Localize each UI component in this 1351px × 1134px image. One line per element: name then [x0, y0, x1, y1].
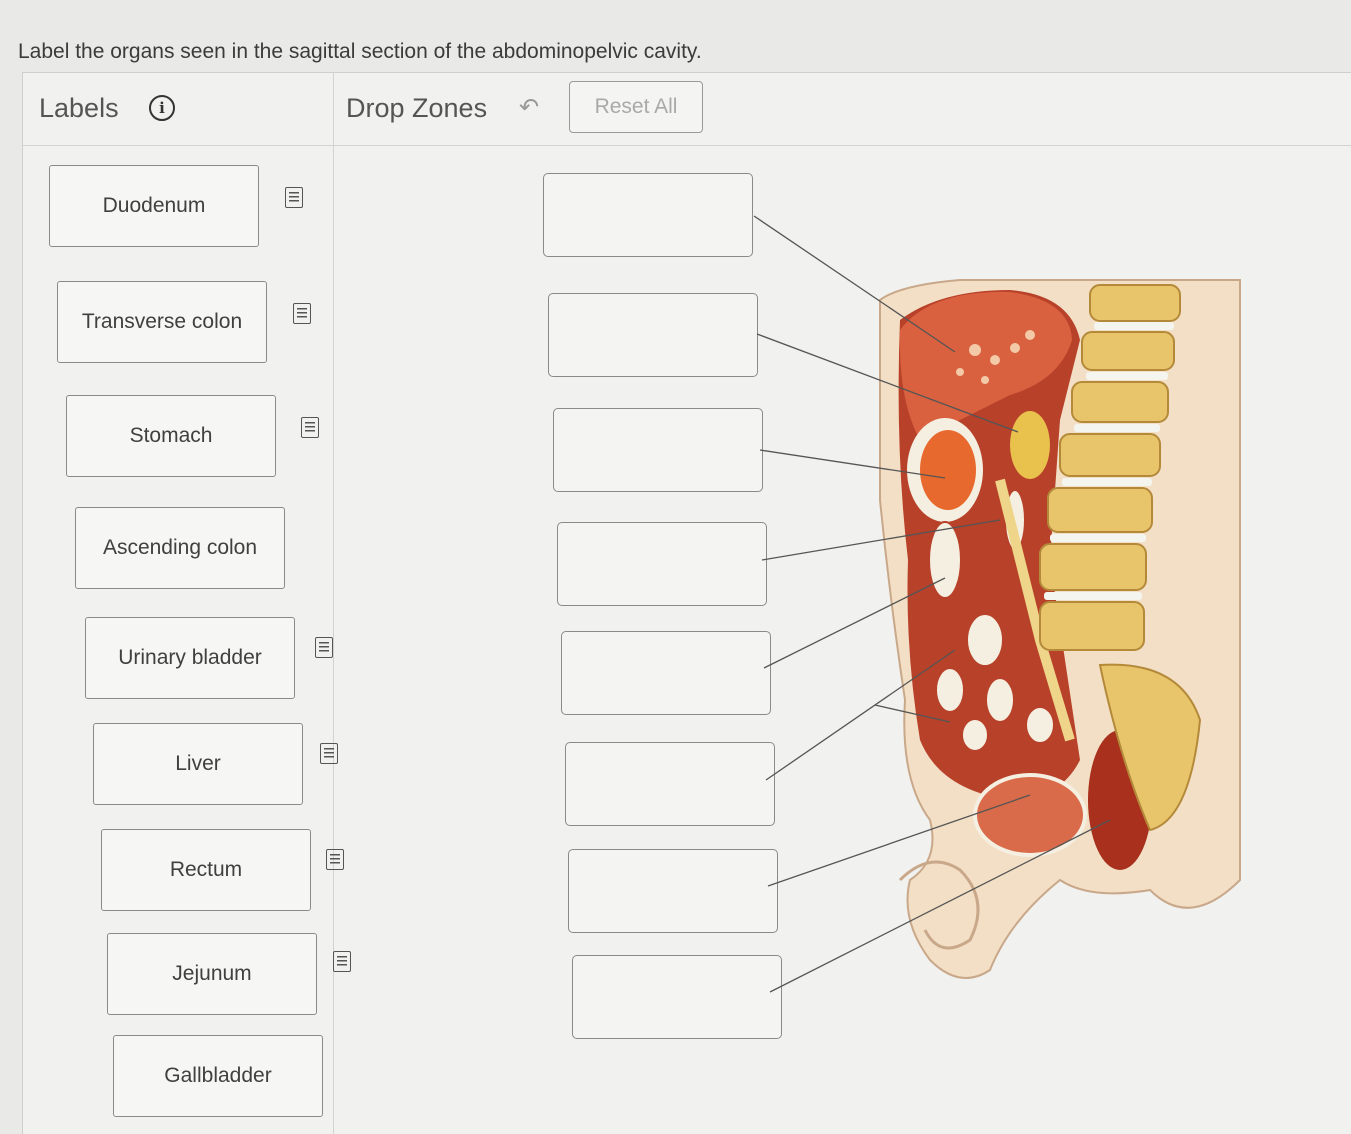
- note-icon[interactable]: [326, 849, 344, 870]
- drop-zone-3[interactable]: [553, 408, 763, 492]
- note-icon[interactable]: [293, 303, 311, 324]
- label-card-stomach[interactable]: Stomach: [66, 395, 276, 477]
- note-icon[interactable]: [315, 637, 333, 658]
- label-card-rectum[interactable]: Rectum: [101, 829, 311, 911]
- undo-arrow-icon[interactable]: ↶: [519, 94, 540, 121]
- labels-title: Labels: [39, 93, 119, 123]
- drop-zone-4[interactable]: [557, 522, 767, 606]
- reset-all-button[interactable]: Reset All: [569, 81, 703, 133]
- note-icon[interactable]: [301, 417, 319, 438]
- label-card-ascending-colon[interactable]: Ascending colon: [75, 507, 285, 589]
- label-card-gallbladder[interactable]: Gallbladder: [113, 1035, 323, 1117]
- label-card-transverse-colon[interactable]: Transverse colon: [57, 281, 267, 363]
- header-divider: [23, 145, 1351, 146]
- drop-zone-7[interactable]: [568, 849, 778, 933]
- label-card-urinary-bladder[interactable]: Urinary bladder: [85, 617, 295, 699]
- drop-zone-2[interactable]: [548, 293, 758, 377]
- drop-zone-6[interactable]: [565, 742, 775, 826]
- info-icon[interactable]: i: [149, 95, 175, 121]
- drop-zones-title: Drop Zones: [346, 93, 488, 123]
- note-icon[interactable]: [333, 951, 351, 972]
- column-divider: [333, 73, 334, 1134]
- note-icon[interactable]: [285, 187, 303, 208]
- label-card-liver[interactable]: Liver: [93, 723, 303, 805]
- drop-zone-1[interactable]: [543, 173, 753, 257]
- note-icon[interactable]: [320, 743, 338, 764]
- label-card-duodenum[interactable]: Duodenum: [49, 165, 259, 247]
- question-text: Label the organs seen in the sagittal se…: [18, 40, 702, 63]
- drop-zone-5[interactable]: [561, 631, 771, 715]
- label-card-jejunum[interactable]: Jejunum: [107, 933, 317, 1015]
- drop-zone-8[interactable]: [572, 955, 782, 1039]
